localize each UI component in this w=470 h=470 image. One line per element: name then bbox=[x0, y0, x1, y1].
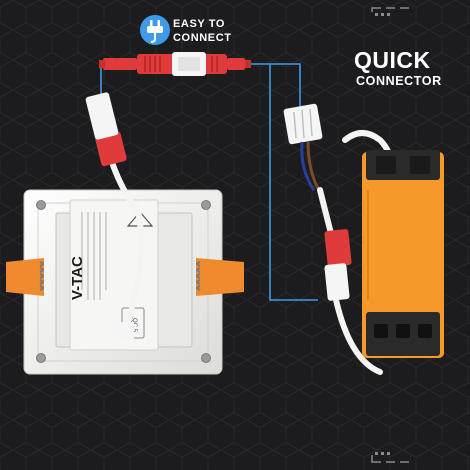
led-driver bbox=[362, 150, 444, 358]
brand-logo: V-TAC bbox=[69, 256, 86, 300]
spring-clip-left bbox=[6, 258, 44, 296]
driver-cable bbox=[317, 130, 395, 375]
corner-bracket-icon bbox=[371, 7, 409, 463]
panel-cable bbox=[85, 92, 145, 340]
easy-connect-callout: EASY TO CONNECT bbox=[173, 17, 232, 45]
plug-icon bbox=[140, 15, 170, 45]
quick-connector-title: QUICK bbox=[354, 47, 431, 73]
quick-connector-subtitle: CONNECTOR bbox=[356, 74, 442, 88]
led-panel bbox=[23, 189, 223, 375]
easy-connect-line-1: EASY TO bbox=[173, 18, 226, 30]
spring-clip-right bbox=[196, 258, 244, 296]
top-connector bbox=[99, 52, 251, 76]
corner-bracket-icon bbox=[375, 13, 390, 455]
easy-connect-line-2: CONNECT bbox=[173, 32, 232, 44]
